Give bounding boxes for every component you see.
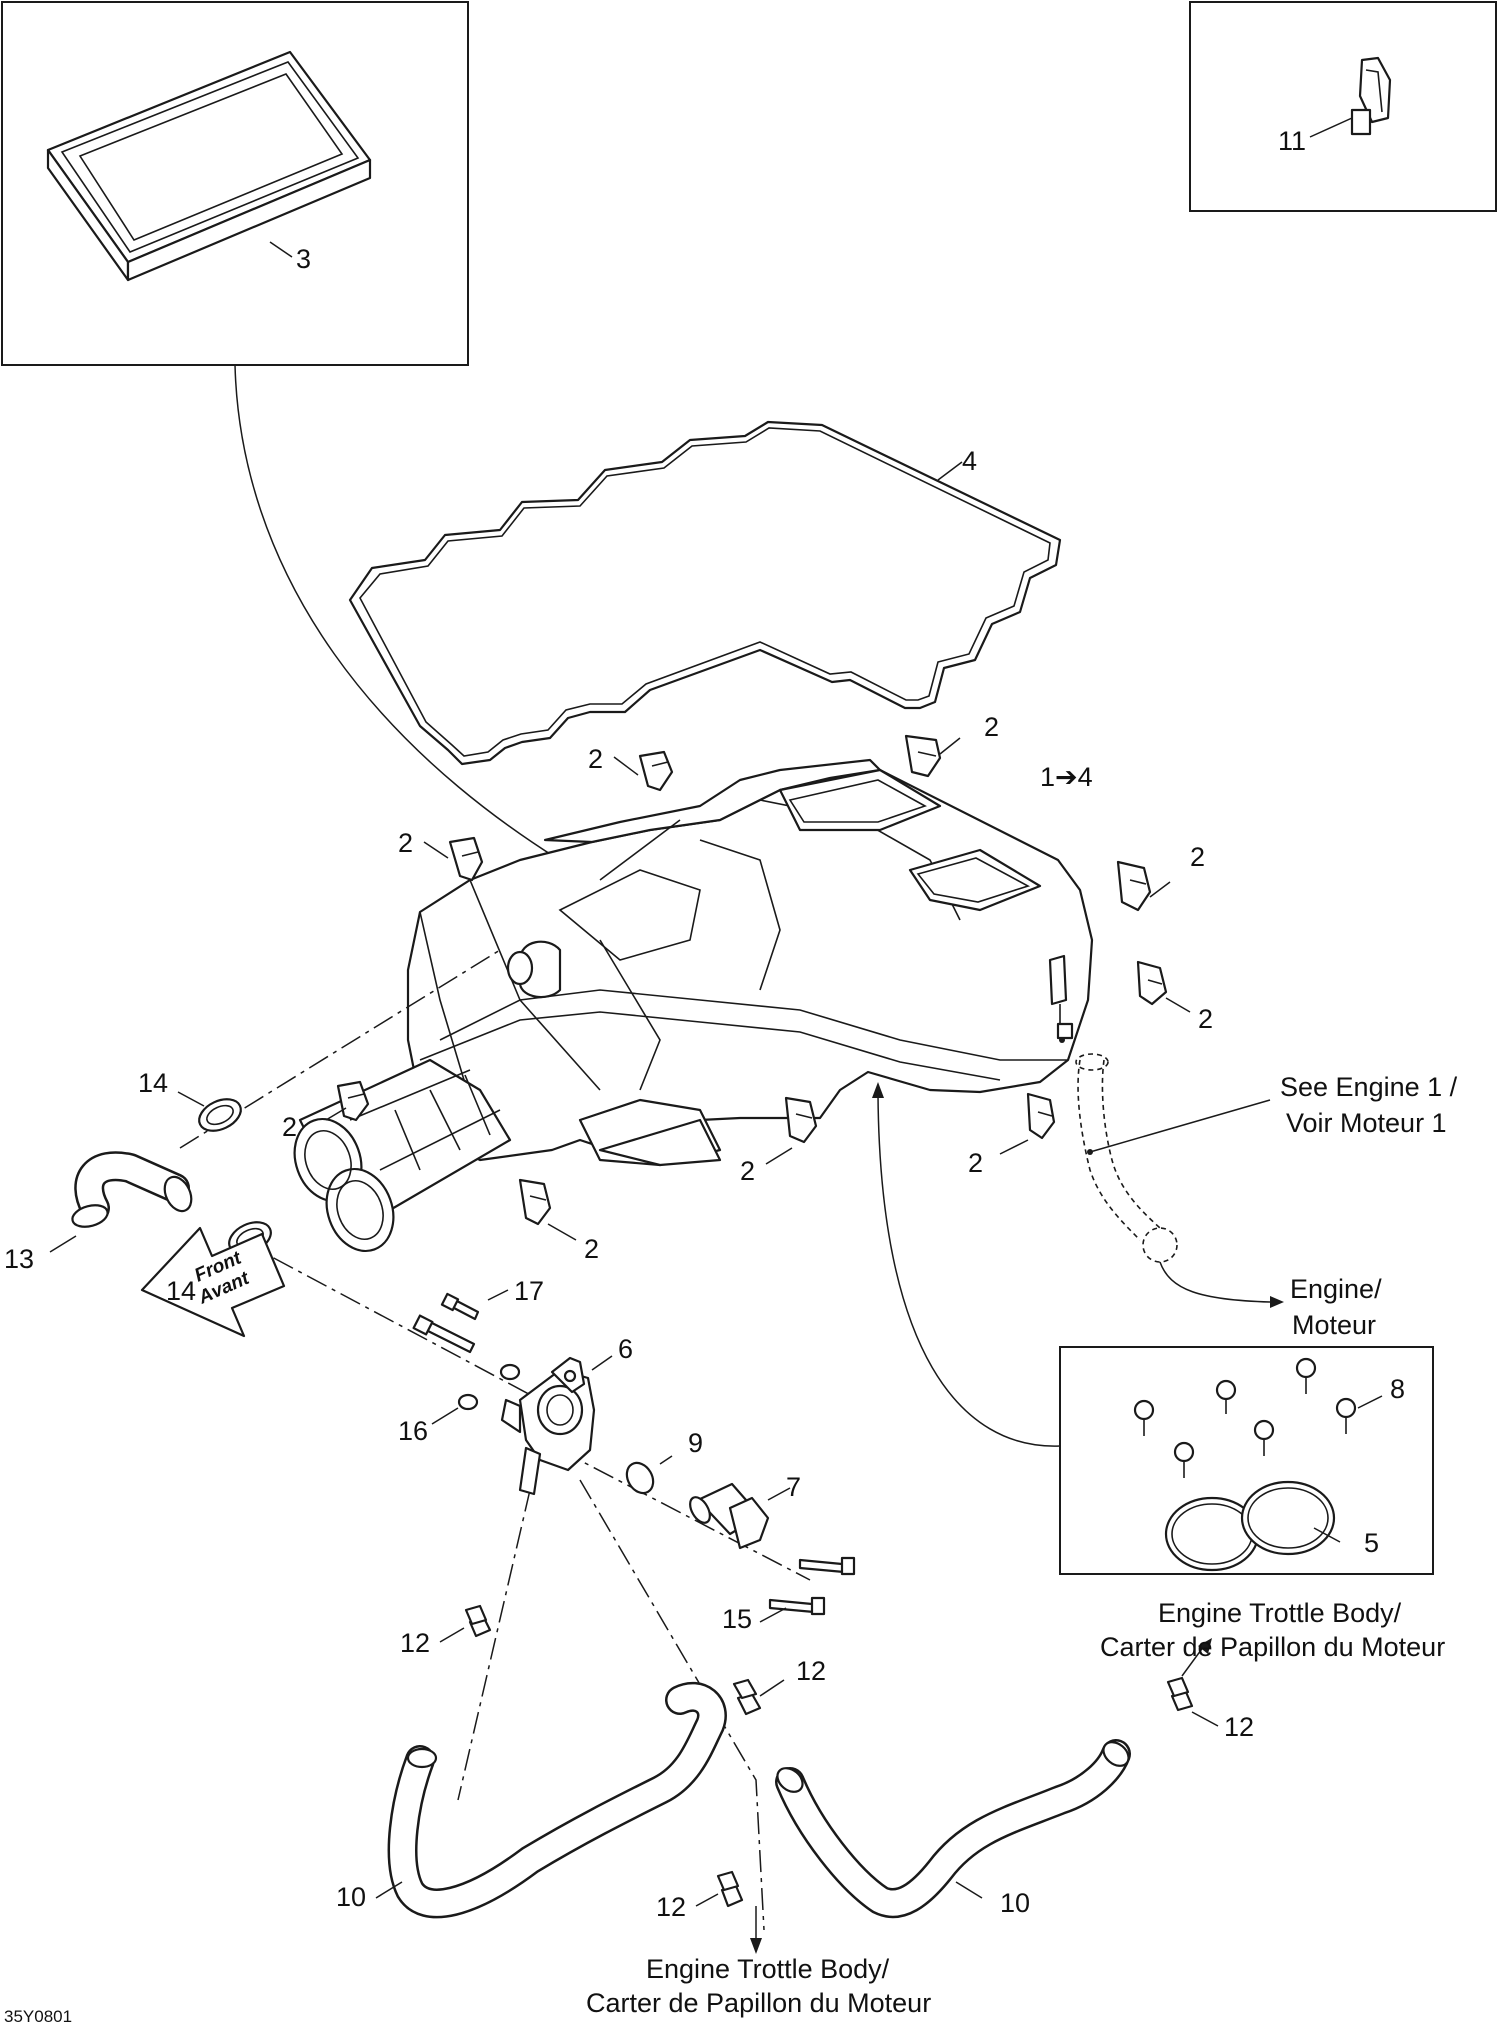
callout-15: 15: [722, 1604, 752, 1634]
gasket-part: [348, 420, 1062, 766]
clip-2-part-c: [448, 836, 484, 882]
throttle-bottom-note-line-2: Carter de Papillon du Moteur: [586, 1988, 931, 2018]
clamp-11-part: [1350, 56, 1392, 136]
callout-3: 3: [296, 244, 311, 274]
clamp-12-c-part: [1166, 1676, 1194, 1712]
clamp-inset-box: [1189, 1, 1497, 212]
see-engine-note-line-2: Voir Moteur 1: [1286, 1108, 1447, 1138]
callout-2-e: 2: [1198, 1004, 1213, 1034]
breather-hose-part: [1075, 1053, 1178, 1263]
callout-2-a: 2: [588, 744, 603, 774]
callout-8: 8: [1390, 1374, 1405, 1404]
throttle-right-note-line-2: Carter de Papillon du Moteur: [1100, 1632, 1445, 1662]
callout-12-c: 12: [1224, 1712, 1254, 1742]
housing-6-part: [500, 1356, 596, 1496]
callout-13: 13: [4, 1244, 34, 1274]
callout-12-a: 12: [400, 1628, 430, 1658]
callout-12-d: 12: [656, 1892, 686, 1922]
callout-14-upper: 14: [138, 1068, 168, 1098]
sensor-7-part: [689, 1482, 770, 1550]
airbox-body-part: [406, 758, 1094, 1167]
clip-2-part-a: [638, 750, 674, 792]
clip-2-part-e: [1136, 960, 1168, 1006]
callout-4: 4: [962, 446, 977, 476]
intake-horns-part: [293, 1058, 512, 1253]
clip-2-part-i: [518, 1178, 552, 1226]
clip-2-part-d: [1116, 860, 1152, 912]
clamp-12-b-part: [732, 1678, 762, 1716]
hardware-inset-box: [1059, 1346, 1434, 1575]
clip-2-part-g: [784, 1096, 818, 1144]
callout-1-4: 1➔4: [1040, 762, 1093, 792]
engine-arrow-line: [1159, 1261, 1271, 1303]
hose-10-left-part: [387, 1681, 727, 1919]
screws-8-part: [1133, 1357, 1357, 1478]
callout-12-b: 12: [796, 1656, 826, 1686]
callout-9: 9: [688, 1428, 703, 1458]
callout-2-h: 2: [968, 1148, 983, 1178]
callout-14-lower: 14: [166, 1276, 196, 1306]
callout-10-left: 10: [336, 1882, 366, 1912]
callout-16: 16: [398, 1416, 428, 1446]
hardware-to-airbox-arrow: [877, 1094, 1061, 1447]
callout-11: 11: [1278, 126, 1306, 156]
nut-16-part: [457, 1363, 521, 1411]
engine-note-line-2: Moteur: [1292, 1310, 1376, 1340]
elbow-hose-13-part: [71, 1151, 193, 1228]
air-filter-part: [46, 50, 372, 282]
clamp-14-upper: [198, 1098, 242, 1132]
callout-2-c: 2: [398, 828, 413, 858]
see-engine-note-line-1: See Engine 1 /: [1280, 1072, 1458, 1102]
diagram-code: 35Y0801: [4, 2007, 72, 2026]
filter-to-airbox-leader: [234, 364, 639, 906]
engine-note-line-1: Engine/: [1290, 1274, 1382, 1304]
clip-2-part-b: [904, 734, 942, 778]
front-direction-arrow: Front Avant: [140, 1226, 286, 1338]
clip-2-part-f: [336, 1080, 370, 1122]
callout-10-right: 10: [1000, 1888, 1030, 1918]
callout-2-b: 2: [984, 712, 999, 742]
callout-5: 5: [1364, 1528, 1379, 1558]
screw-15-part: [768, 1556, 856, 1616]
hose-10-right-part: [775, 1739, 1131, 1919]
callout-7: 7: [786, 1472, 801, 1502]
bolt-17-part: [412, 1292, 480, 1354]
throttle-right-note-line-1: Engine Trottle Body/: [1158, 1598, 1402, 1628]
o-ring-9-part: [625, 1461, 655, 1495]
clip-2-part-h: [1026, 1092, 1056, 1140]
callout-2-g: 2: [740, 1156, 755, 1186]
callout-17: 17: [514, 1276, 544, 1306]
throttle-bottom-note-line-1: Engine Trottle Body/: [646, 1954, 890, 1984]
callout-2-d: 2: [1190, 842, 1205, 872]
clamp-12-a-part: [464, 1604, 492, 1638]
callout-6: 6: [618, 1334, 633, 1364]
clamp-12-d-part: [716, 1870, 744, 1908]
callout-2-i: 2: [584, 1234, 599, 1264]
callout-2-f: 2: [282, 1112, 297, 1142]
o-rings-5-part: [1164, 1480, 1336, 1572]
